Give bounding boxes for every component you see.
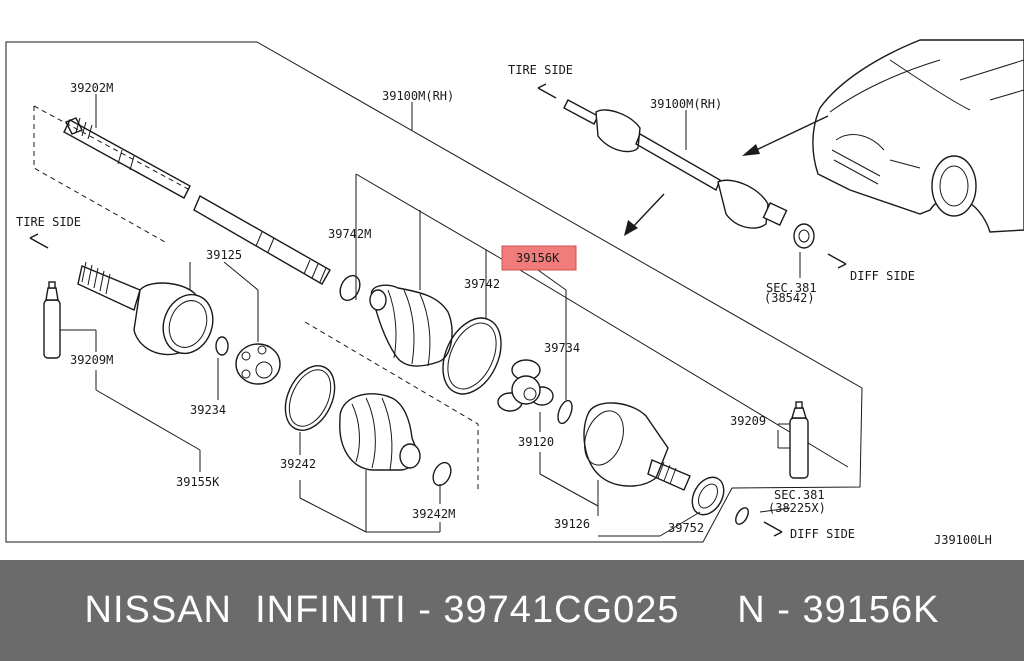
hub-seal-part <box>793 223 815 249</box>
small-clamp-part <box>432 461 452 487</box>
parts-diagram: 39202M 39100M(RH) TIRE SIDE 39100M(RH) T… <box>5 39 1024 547</box>
boot-band-inner <box>288 369 332 427</box>
label-sec381-a: SEC.381 <box>766 281 817 295</box>
outer-cv-joint-part <box>77 261 214 356</box>
diagram-code: J39100LH <box>934 533 992 547</box>
label-39100m-rh-assembly: 39100M(RH) <box>650 97 722 111</box>
assembled-shaft-part <box>563 99 815 249</box>
label-39120: 39120 <box>518 435 554 449</box>
tire-side-arrow-icon <box>29 233 49 249</box>
dashed-outline <box>304 321 479 492</box>
diff-side-arrow-icon <box>763 521 783 537</box>
part-number-banner: NISSAN INFINITI - 39741CG025 N - 39156K <box>0 560 1024 661</box>
label-39126: 39126 <box>554 517 590 531</box>
label-39752: 39752 <box>668 521 704 535</box>
direction-arrows <box>624 115 829 236</box>
label-39100m-rh-main: 39100M(RH) <box>382 89 454 103</box>
highlighted-part-box <box>501 245 577 271</box>
label-39125: 39125 <box>206 248 242 262</box>
inner-race-part <box>235 343 281 385</box>
part-number-text: NISSAN INFINITI - 39741CG025 N - 39156K <box>84 589 940 631</box>
grease-tube-part <box>789 401 809 479</box>
vehicle-illustration <box>812 39 1024 233</box>
label-tire-side-top: TIRE SIDE <box>508 63 573 77</box>
outer-boot-part <box>339 393 421 471</box>
label-39202m: 39202M <box>70 81 113 95</box>
large-band-part <box>442 317 502 395</box>
boot-band-part <box>284 365 336 431</box>
label-39734: 39734 <box>544 341 580 355</box>
label-39209: 39209 <box>730 414 766 428</box>
label-39742: 39742 <box>464 277 500 291</box>
label-39242m: 39242M <box>412 507 455 521</box>
label-diff-side-top: DIFF SIDE <box>850 269 915 283</box>
diff-side-arrow-icon <box>827 253 847 269</box>
diff-seal-part <box>735 507 749 525</box>
label-diff-side-bottom: DIFF SIDE <box>790 527 855 541</box>
drive-shaft-part <box>63 117 331 285</box>
label-tire-side-left: TIRE SIDE <box>16 215 81 229</box>
exploded-view-drawing: 39202M 39100M(RH) TIRE SIDE 39100M(RH) T… <box>5 39 1024 547</box>
grease-tube-part <box>43 281 61 359</box>
label-39156k: 39156K <box>516 251 560 265</box>
dashed-outline <box>33 106 166 243</box>
tripod-part <box>497 359 554 412</box>
label-sec381-b-sub: (38225X) <box>768 501 826 515</box>
label-39742m: 39742M <box>328 227 371 241</box>
inner-joint-housing-part <box>583 402 691 491</box>
circlip-part <box>557 399 573 425</box>
dashed-outline <box>33 105 191 191</box>
oil-seal-part <box>691 476 725 516</box>
label-39155k: 39155K <box>176 475 220 489</box>
diagram-frame <box>5 41 863 543</box>
label-sec381-a-sub: (38542) <box>764 291 815 305</box>
large-band-inner <box>447 322 497 390</box>
label-39234: 39234 <box>190 403 226 417</box>
inner-boot-part <box>369 284 453 367</box>
label-sec381-b: SEC.381 <box>774 488 825 502</box>
tire-side-arrow-icon <box>537 83 557 99</box>
snap-ring-part <box>215 336 229 356</box>
label-39242: 39242 <box>280 457 316 471</box>
small-band-part <box>339 274 361 302</box>
leader-lines <box>60 94 801 537</box>
oil-seal-inner <box>698 483 718 509</box>
label-39209m: 39209M <box>70 353 113 367</box>
group-line <box>355 173 501 259</box>
